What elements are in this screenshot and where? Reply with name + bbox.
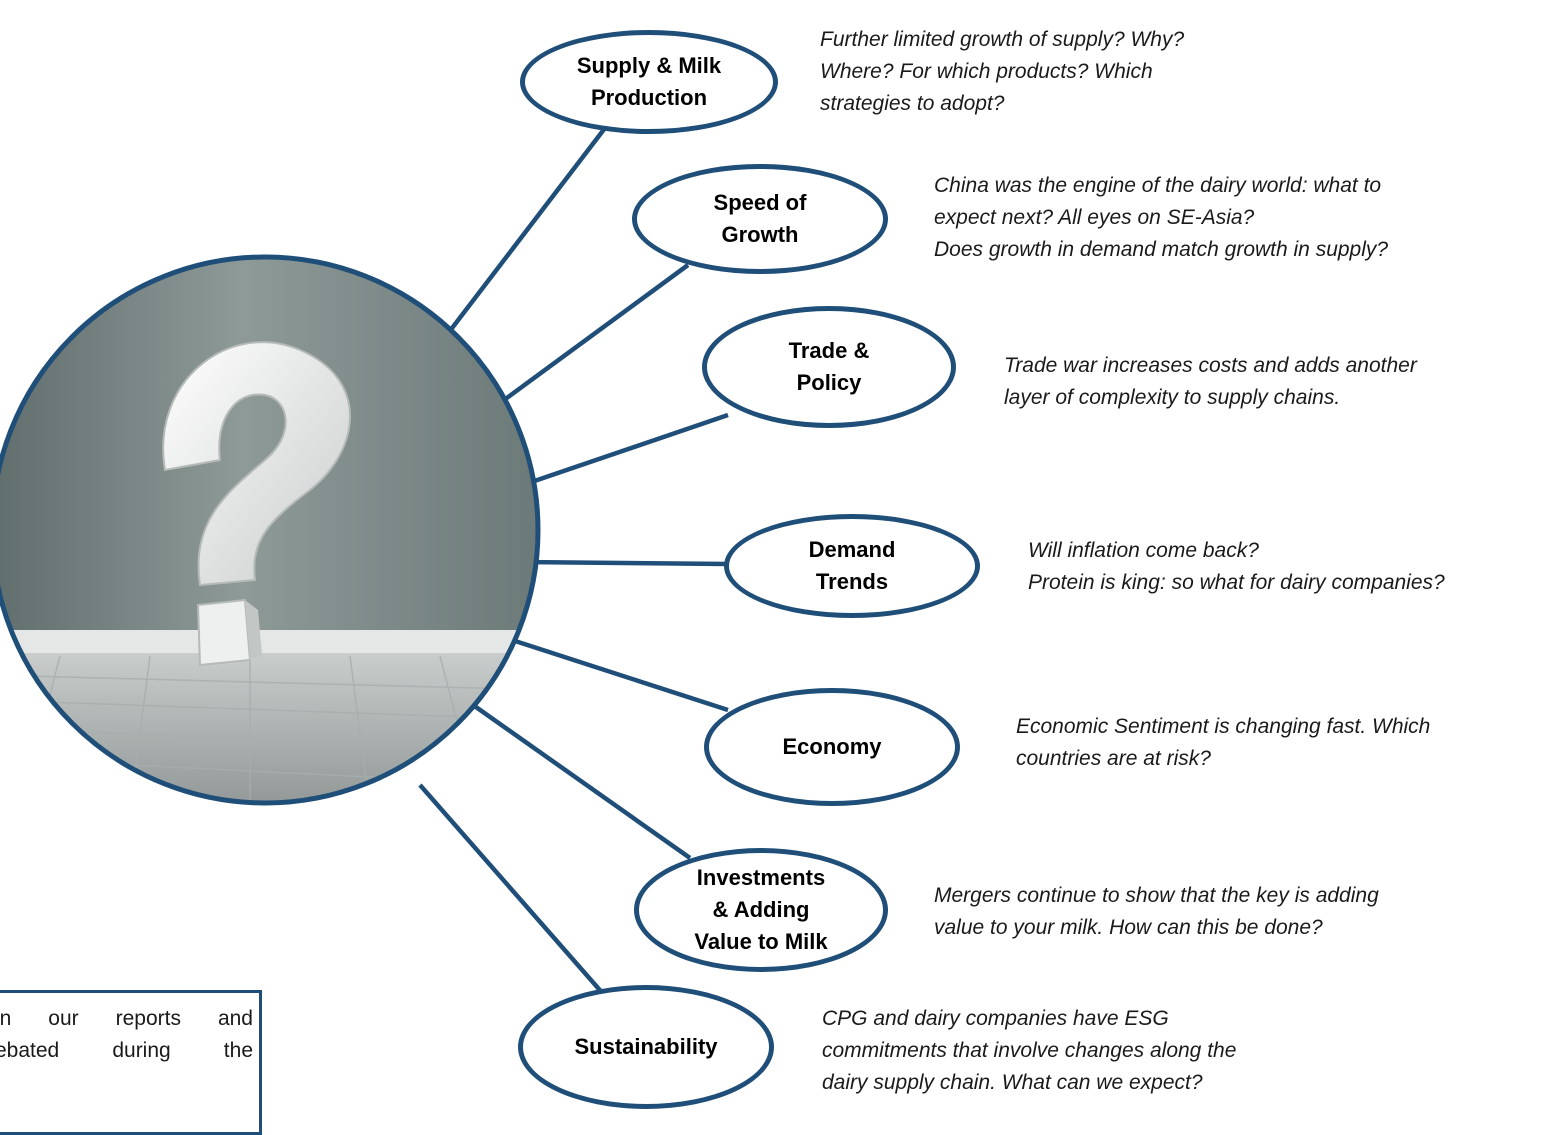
note-box: in our reports and ebated during the	[0, 990, 262, 1135]
question-speed-of-growth: China was the engine of the dairy world:…	[934, 174, 1389, 261]
connector-trade	[507, 412, 729, 493]
topic-investments-adding-value: Investments & Adding Value to Milk	[634, 848, 888, 972]
topic-speed-of-growth: Speed of Growth	[632, 164, 888, 274]
question-economy: Economic Sentiment is changing fast. Whi…	[1016, 715, 1431, 770]
topic-trade-policy: Trade & Policy	[702, 306, 956, 428]
topic-sustainability: Sustainability	[518, 985, 774, 1109]
question-supply-milk-production: Further limited growth of supply? Why? W…	[820, 28, 1185, 115]
question-sustainability: CPG and dairy companies have ESG commitm…	[822, 1007, 1237, 1094]
note-text: in our reports and ebated during the	[0, 1007, 253, 1062]
connector-sustainability	[418, 783, 607, 998]
question-mark-icon	[162, 341, 351, 667]
connector-investments	[464, 698, 692, 860]
topic-supply-milk-production: Supply & Milk Production	[520, 30, 778, 134]
question-mark-image	[0, 257, 538, 803]
question-demand-trends: Will inflation come back? Protein is kin…	[1028, 539, 1445, 594]
topic-economy: Economy	[704, 688, 960, 806]
question-trade-policy: Trade war increases costs and adds anoth…	[1004, 354, 1417, 409]
central-circle	[0, 254, 541, 806]
connector-economy	[511, 637, 729, 713]
topic-demand-trends: Demand Trends	[724, 514, 980, 618]
question-investments-adding-value: Mergers continue to show that the key is…	[934, 884, 1379, 939]
connector-demand	[519, 559, 729, 567]
